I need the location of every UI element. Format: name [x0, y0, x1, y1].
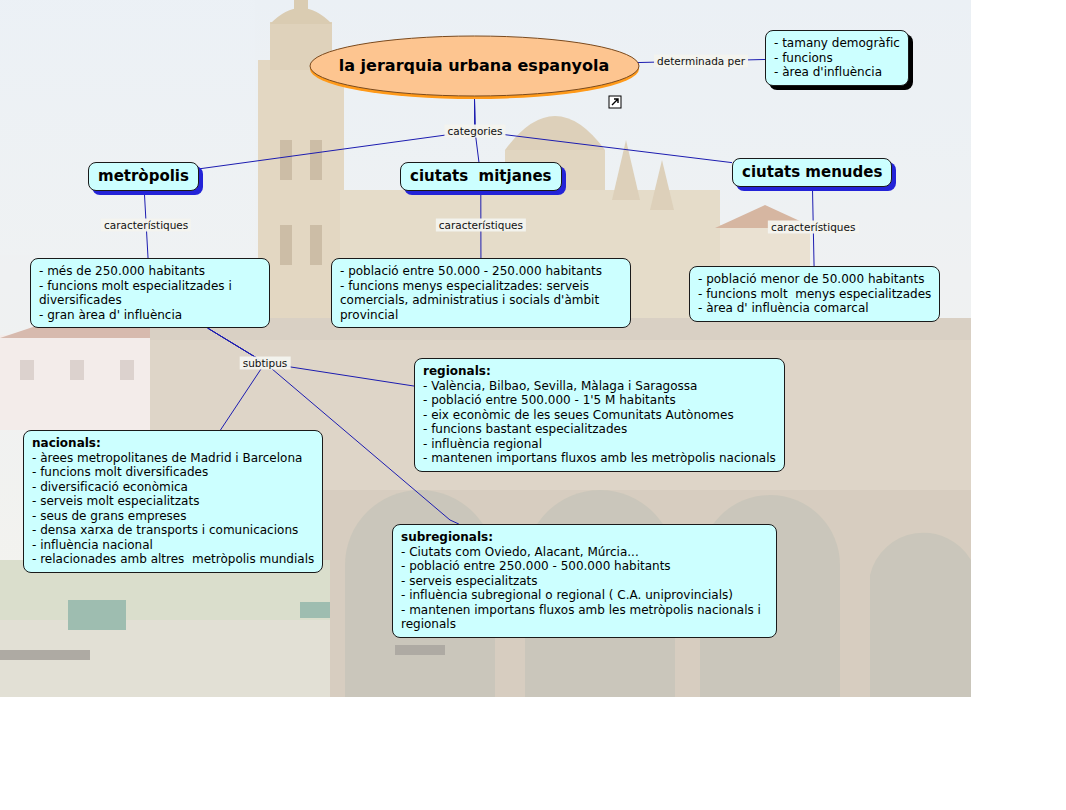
- edge-label: característiques: [436, 218, 526, 231]
- sky: [0, 0, 971, 697]
- box-text: ciutats mitjanes: [410, 167, 552, 186]
- feature-box: - més de 250.000 habitants- funcions mol…: [30, 258, 270, 328]
- photo-scene: [0, 0, 971, 697]
- box-heading: subregionals:: [401, 530, 768, 545]
- box-text: - densa xarxa de transports i comunicaci…: [32, 523, 314, 538]
- box-text: - influència nacional: [32, 538, 314, 553]
- edge-label: determinada per: [654, 55, 748, 68]
- box-text: metròpolis: [98, 167, 189, 186]
- box-text: - influència subregional o regional ( C.…: [401, 588, 768, 603]
- box-text: - relacionades amb altres metròpolis mun…: [32, 552, 314, 567]
- box-text: - població entre 50.000 - 250.000 habita…: [340, 264, 622, 279]
- tower-lantern: [294, 0, 308, 12]
- connector: [199, 98, 475, 169]
- category-box: ciutats menudes: [732, 158, 892, 187]
- subtype-box: regionals:- València, Bilbao, Sevilla, M…: [414, 358, 785, 472]
- edge-label: subtipus: [240, 357, 291, 370]
- tower-window: [310, 140, 322, 180]
- spire: [612, 140, 640, 200]
- sign: [68, 600, 126, 630]
- box-text: - funcions: [774, 51, 900, 66]
- category-box: metròpolis: [88, 162, 199, 191]
- box-text: - serveis especialitzats: [401, 574, 768, 589]
- tower-window: [280, 225, 292, 265]
- sign: [300, 602, 330, 618]
- box-text: - mantenen importans fluxos amb les metr…: [423, 451, 776, 466]
- category-box: ciutats mitjanes: [400, 162, 562, 191]
- box-text: la jerarquia urbana espanyola: [339, 56, 609, 76]
- box-heading: nacionals:: [32, 436, 314, 451]
- box-text: - àrea d' influència comarcal: [698, 301, 931, 316]
- box-text: - serveis molt especialitzats: [32, 494, 314, 509]
- box-text: - població entre 500.000 - 1'5 M habitan…: [423, 393, 776, 408]
- bench: [395, 645, 445, 655]
- box-text: - mantenen importans fluxos amb les metr…: [401, 603, 768, 632]
- bridge-piers: [300, 490, 971, 697]
- house-window: [20, 360, 34, 380]
- connector: [208, 328, 266, 430]
- house-window: [120, 360, 134, 380]
- box-text: - funcions bastant especialitzades: [423, 422, 776, 437]
- box-text: - població menor de 50.000 habitants: [698, 272, 931, 287]
- edge-label: categories: [444, 125, 505, 138]
- box-text: - més de 250.000 habitants: [39, 264, 261, 279]
- bench: [0, 650, 90, 660]
- edge-label: característiques: [768, 220, 858, 233]
- criteria-box: - tamany demogràfic- funcions- àrea d'in…: [765, 30, 909, 86]
- box-text: - València, Bilbao, Sevilla, Màlaga i Sa…: [423, 379, 776, 394]
- box-text: - àrees metropolitanes de Madrid i Barce…: [32, 451, 314, 466]
- box-text: - tamany demogràfic: [774, 36, 900, 51]
- feature-box: - població menor de 50.000 habitants- fu…: [689, 266, 940, 322]
- path: [0, 620, 330, 697]
- box-text: - diversificació econòmica: [32, 480, 314, 495]
- box-text: - influència regional: [423, 437, 776, 452]
- box-text: - funcions molt diversificades: [32, 465, 314, 480]
- box-text: - Ciutats com Oviedo, Alacant, Múrcia...: [401, 545, 768, 560]
- tower-window: [280, 140, 292, 180]
- box-text: - funcions menys especialitzades: servei…: [340, 279, 622, 323]
- box-text: - gran àrea d' influència: [39, 308, 261, 323]
- box-text: ciutats menudes: [742, 163, 882, 182]
- box-text: - població entre 250.000 - 500.000 habit…: [401, 559, 768, 574]
- subtype-box: nacionals:- àrees metropolitanes de Madr…: [23, 430, 323, 573]
- box-text: - seus de grans empreses: [32, 509, 314, 524]
- ellipse-fill: [310, 36, 639, 96]
- tower-window: [310, 225, 322, 265]
- edge-label: característiques: [101, 218, 191, 231]
- link-icon: [609, 96, 621, 108]
- house-window: [70, 360, 84, 380]
- box-text: - eix econòmic de les seues Comunitats A…: [423, 408, 776, 423]
- subtype-box: subregionals:- Ciutats com Oviedo, Alaca…: [392, 524, 777, 638]
- link-icon-arrow: [612, 99, 618, 105]
- feature-box: - població entre 50.000 - 250.000 habita…: [331, 258, 631, 328]
- box-text: - funcions molt especialitzades i divers…: [39, 279, 261, 308]
- box-text: - funcions molt menys especialitzades: [698, 287, 931, 302]
- connector: [474, 98, 732, 163]
- spire: [650, 160, 674, 210]
- bridge-arch: [870, 533, 971, 697]
- box-heading: regionals:: [423, 364, 776, 379]
- title-ellipse: la jerarquia urbana espanyola: [309, 35, 640, 101]
- connector: [208, 328, 415, 386]
- box-text: - àrea d'influència: [774, 65, 900, 80]
